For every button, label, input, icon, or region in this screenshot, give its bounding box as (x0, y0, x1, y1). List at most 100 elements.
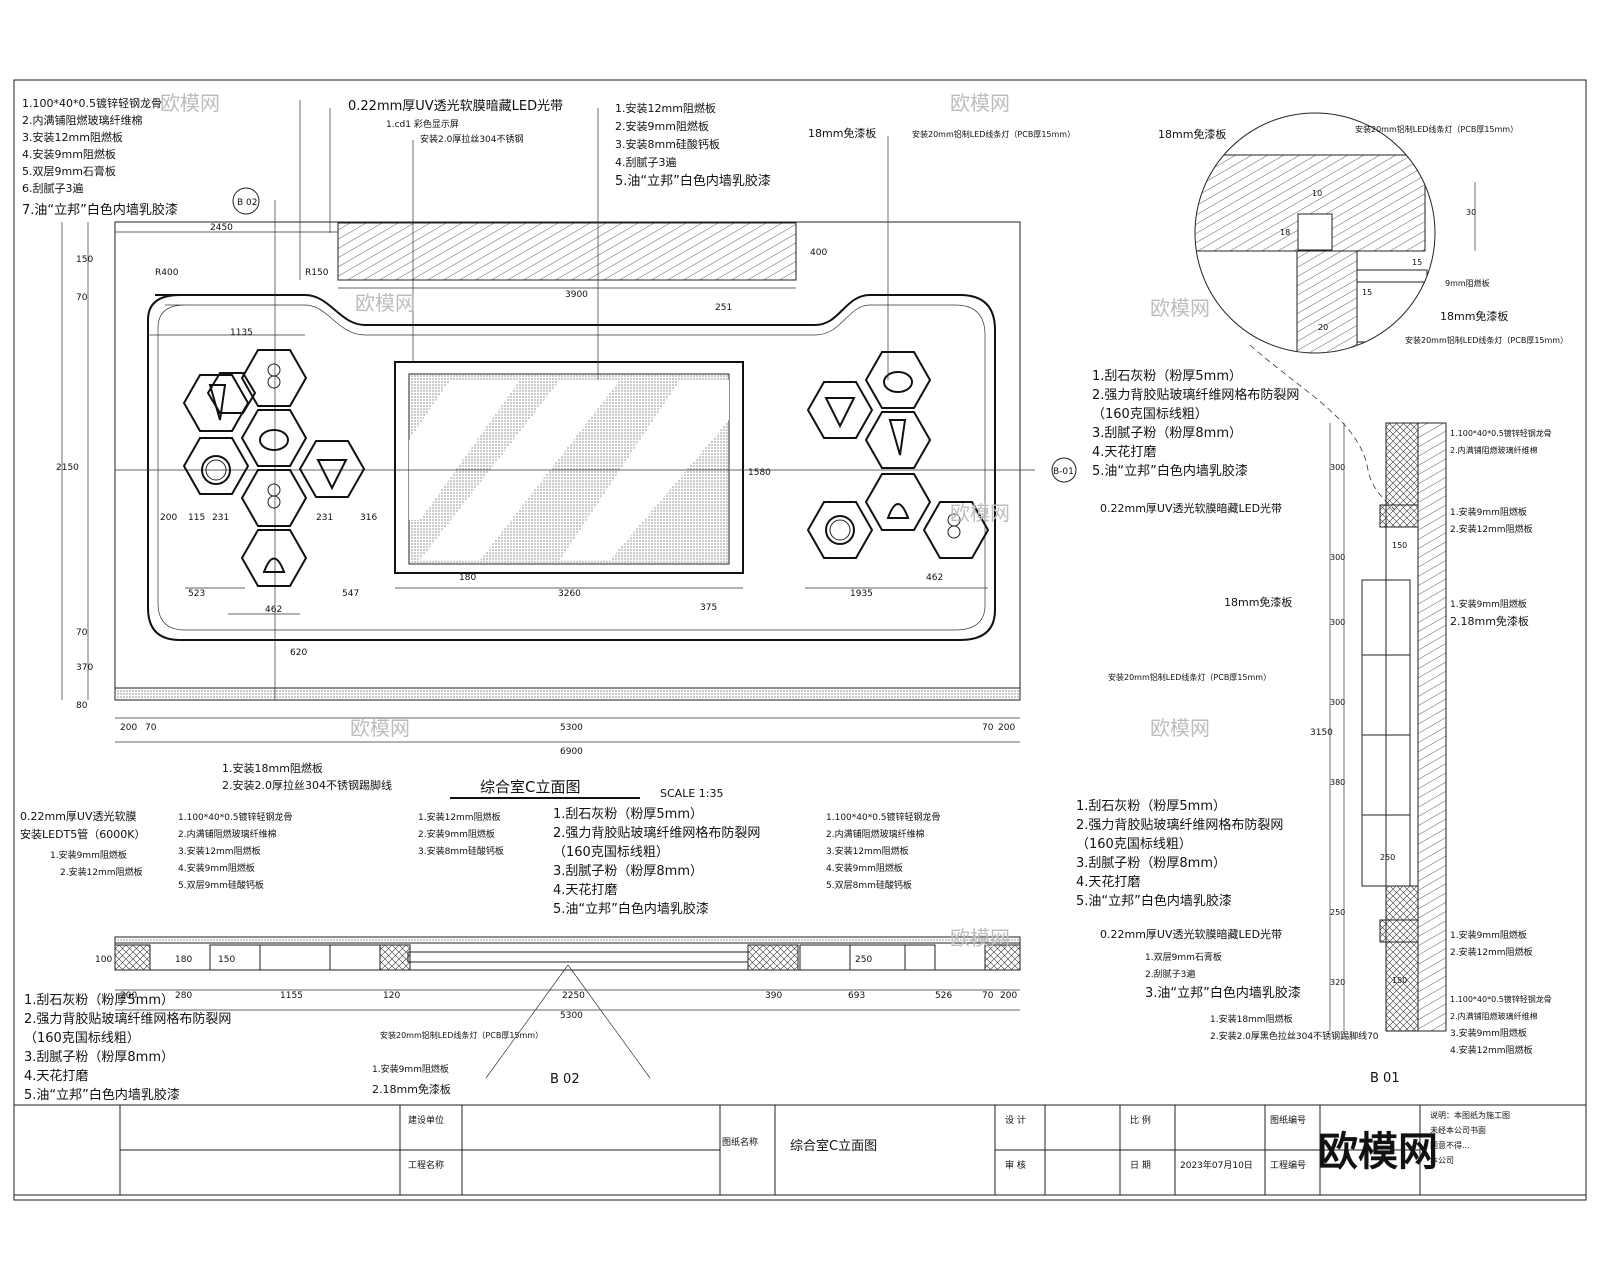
dim: 693 (848, 991, 865, 1001)
b02-notes-c: 3.安装8mm硅酸钙板 (418, 845, 504, 857)
tb-note: 未经本公司书面 (1430, 1125, 1486, 1135)
tb-project-label: 工程名称 (408, 1159, 444, 1171)
tb-note: 同意不得... (1430, 1140, 1470, 1150)
dim: 120 (383, 991, 400, 1001)
dim: 15 (1412, 258, 1422, 267)
b01-plaster-top: （160克国标线粗） (1092, 407, 1208, 422)
dim: 3150 (1310, 728, 1333, 738)
dim: 20 (1318, 323, 1328, 332)
dim: 231 (212, 513, 229, 523)
tag-b02-text: B 02 (237, 198, 258, 208)
note-tm-2: 2.安装9mm阻燃板 (615, 119, 709, 133)
b01-right-bottom2: 4.安装12mm阻燃板 (1450, 1044, 1533, 1056)
dim: 100 (95, 955, 112, 965)
b02-plaster-bottom: 1.刮石灰粉（粉厚5mm） (24, 993, 174, 1008)
dim: 1155 (280, 991, 303, 1001)
dim: 180 (459, 573, 476, 583)
dim: 200 (160, 513, 177, 523)
b02-plaster-bottom: 3.刮腻子粉（粉厚8mm） (24, 1050, 174, 1065)
dim: 526 (935, 991, 952, 1001)
elevation-title: 综合室C立面图 (480, 778, 580, 796)
label-18mm: 18mm免漆板 (808, 126, 876, 140)
note-tl-3: 3.安装12mm阻燃板 (22, 130, 123, 144)
dim: 523 (188, 589, 205, 599)
b02-notes-b: 2.内满铺阻燃玻璃纤维棉 (178, 828, 277, 840)
title-block (13, 1104, 1587, 1196)
b01-plaster-mid: （160克国标线粗） (1076, 837, 1192, 852)
dim: 80 (76, 701, 88, 711)
b01-right-mid: 2.安装12mm阻燃板 (1450, 523, 1533, 535)
b02-notes-d: 4.安装9mm阻燃板 (826, 862, 903, 874)
dim: 380 (1330, 778, 1345, 787)
watermark: 欧模网 (355, 291, 415, 315)
b01-plaster-mid: 5.油“立邦”白色内墙乳胶漆 (1076, 893, 1232, 909)
dim: 70 (145, 723, 157, 733)
dim: 5300 (560, 1011, 583, 1021)
note-tm-5: 5.油“立邦”白色内墙乳胶漆 (615, 173, 771, 189)
dim: 2450 (210, 223, 233, 233)
dim: 231 (316, 513, 333, 523)
section-tag-b02 (232, 187, 260, 215)
section-b02 (114, 936, 1021, 1079)
b02-notes-a: 2.安装12mm阻燃板 (60, 866, 143, 878)
dim: 250 (1380, 853, 1395, 862)
b01-right-bottom2: 1.100*40*0.5镀锌轻钢龙骨 (1450, 994, 1552, 1004)
b02-plaster-bottom: 5.油“立邦”白色内墙乳胶漆 (24, 1087, 180, 1103)
b01-led-strip: 安装20mm铝制LED线条灯（PCB厚15mm） (1108, 672, 1271, 682)
dim: 300 (1330, 618, 1345, 627)
dim: 251 (715, 303, 732, 313)
section-b01 (1329, 422, 1447, 1032)
leader-lines (299, 100, 889, 380)
b02-label: B 02 (550, 1072, 580, 1087)
b02-notes-b: 3.安装12mm阻燃板 (178, 845, 261, 857)
watermark: 欧模网 (350, 716, 410, 740)
main-elevation (114, 200, 1035, 701)
display-objects (201, 363, 961, 573)
tv-frame (394, 361, 744, 574)
note-tl-5: 5.双层9mm石膏板 (22, 164, 116, 178)
floor-hatch (114, 687, 1021, 701)
note-led-sub1: 1.cd1 彩色显示屏 (386, 118, 459, 130)
b01-label: B 01 (1370, 1071, 1400, 1086)
b02-notes-b: 1.100*40*0.5镀锌轻钢龙骨 (178, 811, 293, 823)
b01-notes-bottom: 3.油“立邦”白色内墙乳胶漆 (1145, 985, 1301, 1001)
tb-design-label: 设 计 (1005, 1114, 1026, 1126)
note-tl-6: 6.刮腻子3遍 (22, 181, 84, 195)
dim: 400 (810, 248, 827, 258)
b02-led-strip: 安装20mm铝制LED线条灯（PCB厚15mm） (380, 1030, 543, 1040)
dim: 1935 (850, 589, 873, 599)
note-led-sub2: 安装2.0厚拉丝304不锈钢 (420, 133, 524, 145)
b01-plaster-mid: 1.刮石灰粉（粉厚5mm） (1076, 799, 1226, 814)
watermark: 欧模网 (1150, 296, 1210, 320)
detail-led-b: 安装20mm铝制LED线条灯（PCB厚15mm） (1405, 335, 1568, 345)
tb-drawing-name-label: 图纸名称 (722, 1136, 758, 1148)
dim: 30 (1466, 208, 1476, 217)
detail-9mm: 9mm阻燃板 (1445, 278, 1490, 288)
b01-notes-bottom: 1.双层9mm石膏板 (1145, 951, 1222, 963)
panel-inner (157, 304, 986, 631)
sheet-border (13, 79, 1587, 1201)
dim-lines-main (61, 222, 1020, 743)
b01-plaster-top: 5.油“立邦”白色内墙乳胶漆 (1092, 463, 1248, 479)
watermark: 欧模网 (160, 91, 220, 115)
b02-notes-d: 5.双层8mm硅酸钙板 (826, 879, 912, 891)
dim: 375 (700, 603, 717, 613)
dim: 2150 (56, 463, 79, 473)
b01-right-bottom2: 2.内满铺阻燃玻璃纤维棉 (1450, 1011, 1538, 1021)
dim: 300 (1330, 553, 1345, 562)
dim: 180 (175, 955, 192, 965)
b01-board-18: 18mm免漆板 (1224, 595, 1292, 609)
tb-date: 2023年07月10日 (1180, 1159, 1253, 1171)
b02-notes-a: 1.安装9mm阻燃板 (50, 849, 127, 861)
b02-plaster-bottom: 4.天花打磨 (24, 1068, 88, 1084)
b01-foot-notes: 2.安装2.0厚黑色拉丝304不锈钢踢脚线70 (1210, 1030, 1379, 1042)
top-soffit (337, 222, 797, 281)
dim: 370 (76, 663, 93, 673)
label-led-strip: 安装20mm铝制LED线条灯（PCB厚15mm） (912, 129, 1075, 139)
b02-notes-e: 1.安装9mm阻燃板 (372, 1063, 449, 1075)
detail-circle (1194, 112, 1476, 511)
dim: 1580 (748, 468, 771, 478)
dim: 10 (1312, 189, 1322, 198)
detail-18mm: 18mm免漆板 (1158, 127, 1226, 141)
